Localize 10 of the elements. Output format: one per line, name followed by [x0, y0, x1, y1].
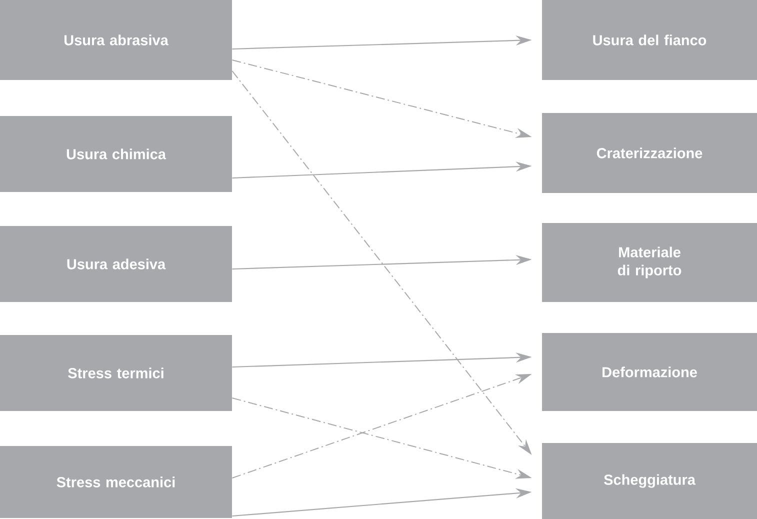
label-box: Stress termici	[0, 335, 232, 411]
label-box: Scheggiatura	[542, 443, 757, 519]
label-box: Materiale di riporto	[542, 223, 757, 302]
label-box: Usura abrasiva	[0, 0, 232, 80]
label-box: Usura del fianco	[542, 0, 757, 80]
label-box: Craterizzazione	[542, 113, 757, 193]
label-box: Usura chimica	[0, 116, 232, 192]
label-box: Deformazione	[542, 333, 757, 411]
label-box: Usura adesiva	[0, 226, 232, 302]
label-box: Stress meccanici	[0, 446, 232, 518]
